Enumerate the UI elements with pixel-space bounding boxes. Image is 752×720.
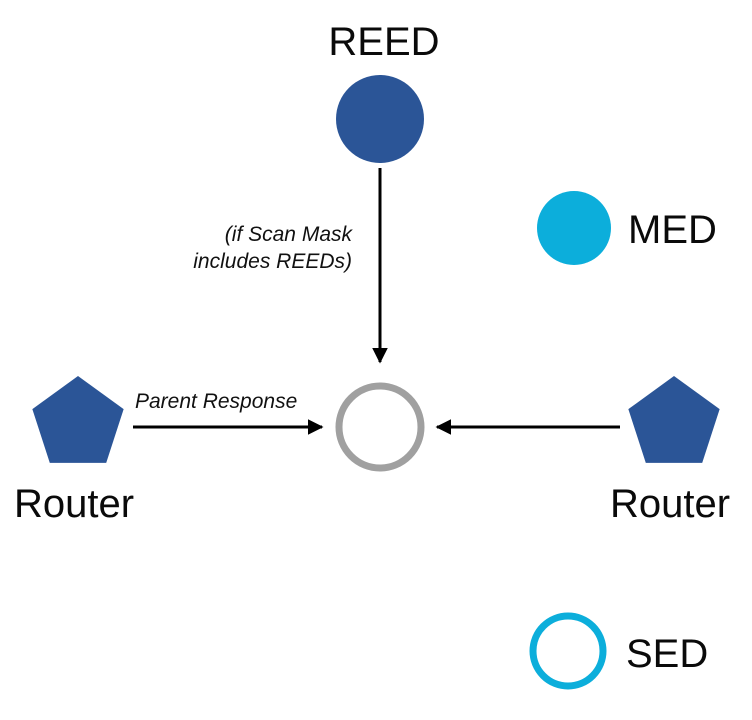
edge-label-router-left-to-center: Parent Response	[135, 390, 297, 413]
edges-layer	[133, 168, 620, 435]
node-reed	[336, 75, 424, 163]
node-sed	[529, 612, 607, 690]
node-med	[537, 191, 611, 265]
nodes-layer	[32, 75, 720, 690]
node-label-med: MED	[628, 208, 717, 252]
node-label-sed: SED	[626, 632, 708, 676]
node-router-right	[628, 376, 720, 463]
node-router-left	[32, 376, 124, 463]
node-center-sed	[335, 382, 425, 472]
node-label-router-right: Router	[610, 482, 730, 526]
node-label-router-left: Router	[14, 482, 134, 526]
node-label-reed: REED	[328, 20, 439, 64]
